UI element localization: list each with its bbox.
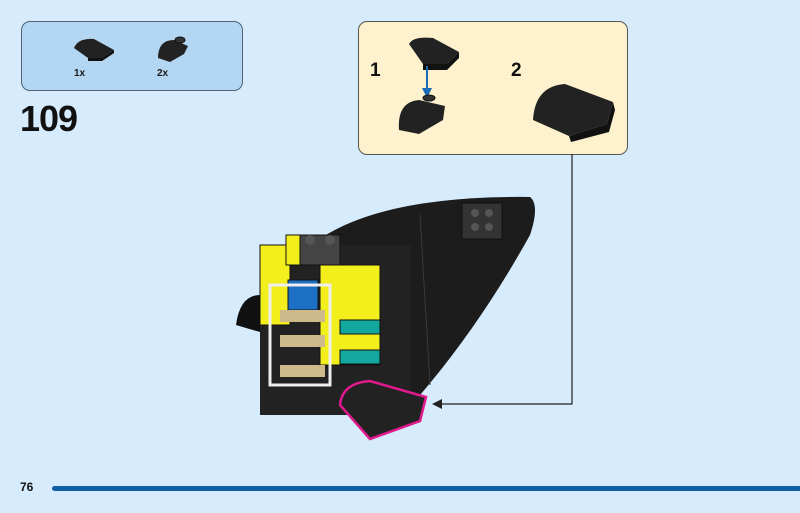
curved-slope-brick-icon: [74, 38, 114, 61]
part-quantity: 1x: [74, 68, 86, 79]
substep-number: 1: [370, 60, 381, 81]
model-illustration: [236, 196, 535, 441]
substep-1-assembly-illustration: [398, 37, 459, 134]
page-number: 76: [20, 480, 34, 494]
substep-number: 2: [511, 60, 522, 81]
substep-2-assembled-illustration: [533, 84, 615, 142]
curved-slope-stud-brick-icon: [158, 36, 188, 62]
step-number: 109: [20, 98, 78, 139]
parts-list-box: 1x 2x: [21, 21, 243, 91]
substep-box: 1 2: [358, 21, 628, 155]
page-footer-bar: [52, 486, 800, 491]
part-quantity: 2x: [157, 68, 169, 79]
